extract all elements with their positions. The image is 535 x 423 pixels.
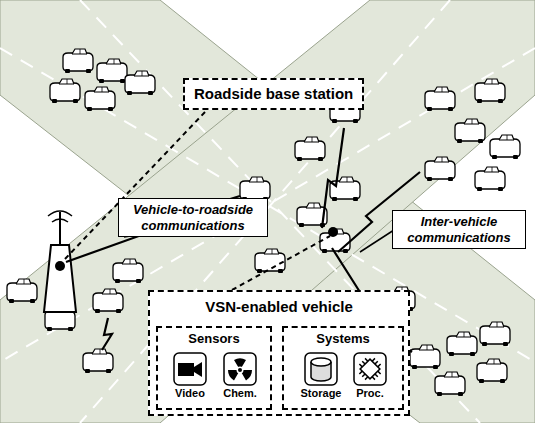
vehicle-panel: VSN-enabled vehicleSensorsVideo Chem. Syst… (148, 290, 410, 416)
sensor-icon: Chem. (220, 352, 260, 400)
base-station-label: Roadside base station (183, 78, 364, 110)
icon-label: Proc. (350, 387, 390, 400)
sensor-icon: Video (170, 352, 210, 400)
systems-group: SystemsStorage Proc. (282, 326, 404, 410)
system-icon: Proc. (350, 352, 390, 400)
base-station (44, 211, 76, 312)
chem-icon (223, 352, 257, 386)
processor-icon (353, 352, 387, 386)
icon-label: Chem. (220, 387, 260, 400)
link-label: Vehicle-to-roadside communications (118, 198, 268, 237)
link-label: Inter-vehicle communications (392, 210, 526, 249)
node-label: Systems (284, 331, 402, 347)
system-icon: Storage (298, 352, 344, 400)
sensors-group: SensorsVideo Chem. (156, 326, 272, 410)
storage-icon (304, 352, 338, 386)
video-icon (173, 352, 207, 386)
node-label: VSN-enabled vehicle (150, 298, 408, 316)
node-label: Sensors (158, 331, 270, 347)
node-label: Inter-vehicle communications (399, 214, 519, 245)
icon-label: Storage (298, 387, 344, 400)
leader-line (64, 112, 330, 290)
node-label: Vehicle-to-roadside communications (125, 202, 261, 233)
node-label: Roadside base station (194, 85, 353, 103)
icon-label: Video (170, 387, 210, 400)
